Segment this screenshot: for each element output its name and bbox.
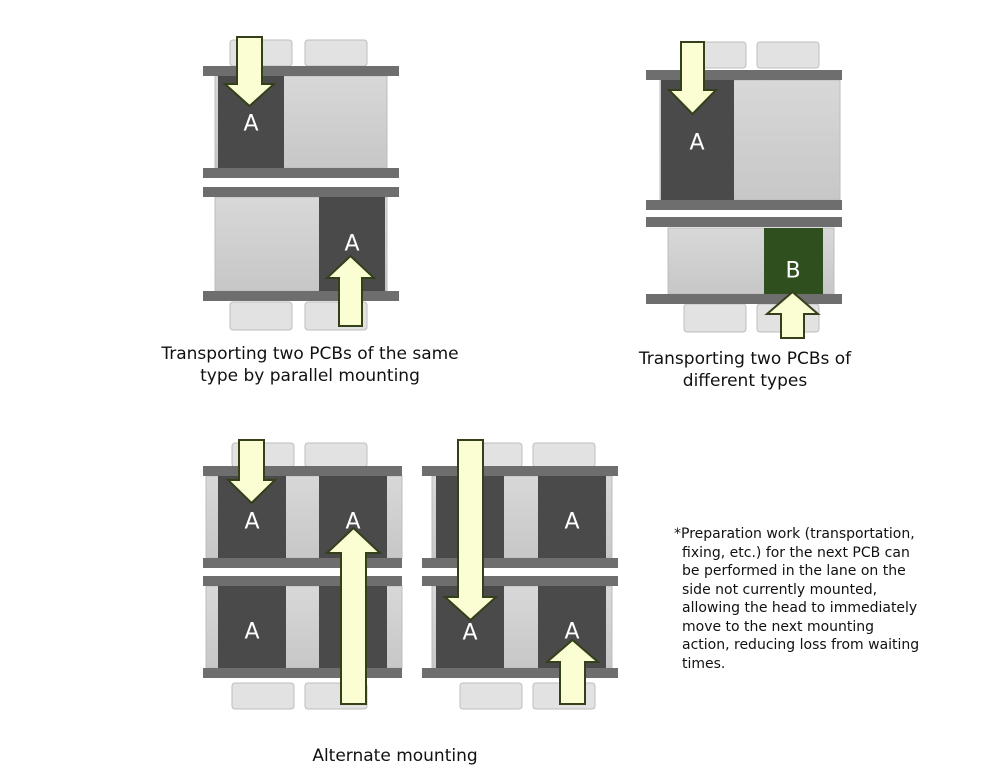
pcb-a-label: A	[344, 232, 359, 257]
different-types-panel: A B	[646, 41, 842, 339]
note-line: side not currently mounted,	[682, 581, 878, 598]
arrow-up	[764, 290, 821, 339]
parallel-mounting-panel: A A	[203, 36, 399, 331]
pcb-a	[538, 476, 606, 558]
arrow-down-long	[442, 439, 499, 622]
arrow-up-long	[324, 526, 383, 705]
parallel-mounting-caption: Transporting two PCBs of the same type b…	[120, 343, 500, 387]
caption-line: Transporting two PCBs of the same	[161, 344, 459, 364]
arrow-up	[324, 254, 377, 327]
note-line: fixing, etc.) for the next PCB can	[682, 544, 910, 561]
pcb-a-label: A	[689, 131, 704, 156]
caption-line: different types	[682, 371, 808, 391]
note-line: *Preparation work (transportation,	[674, 526, 915, 542]
note-line: move to the next mounting	[682, 618, 875, 635]
pcb-a-label: A	[564, 510, 579, 535]
caption-line: Alternate mounting	[312, 746, 478, 766]
note-line: action, reducing loss from waiting	[682, 637, 920, 653]
different-types-caption: Transporting two PCBs of different types	[600, 348, 890, 392]
pcb-a	[218, 586, 286, 668]
alternate-mounting-caption: Alternate mounting	[280, 745, 510, 767]
pcb-a-label: A	[244, 620, 259, 645]
arrow-down	[666, 41, 719, 116]
alternate-mounting-panel-right: A A A	[422, 439, 618, 710]
caption-line: type by parallel mounting	[200, 366, 420, 386]
pcb-b	[764, 228, 823, 294]
pcb-a-label: A	[345, 510, 360, 535]
note-line: be performed in the lane on the	[682, 563, 906, 579]
note-line: times.	[682, 655, 726, 672]
pcb-a-label: A	[564, 620, 579, 645]
arrow-down	[225, 439, 278, 505]
pcb-a-label: A	[462, 621, 477, 646]
caption-line: Transporting two PCBs of	[638, 349, 852, 369]
pcb-a-label: A	[244, 510, 259, 535]
pcb-a-label: A	[243, 112, 258, 137]
alternate-mounting-panel-left: A A A	[203, 439, 403, 710]
preparation-note: *Preparation work (transportation, fixin…	[674, 525, 944, 673]
arrow-up	[544, 638, 601, 705]
note-line: allowing the head to immediately	[682, 600, 918, 616]
arrow-down	[222, 36, 277, 108]
pcb-b-label: B	[785, 259, 800, 284]
